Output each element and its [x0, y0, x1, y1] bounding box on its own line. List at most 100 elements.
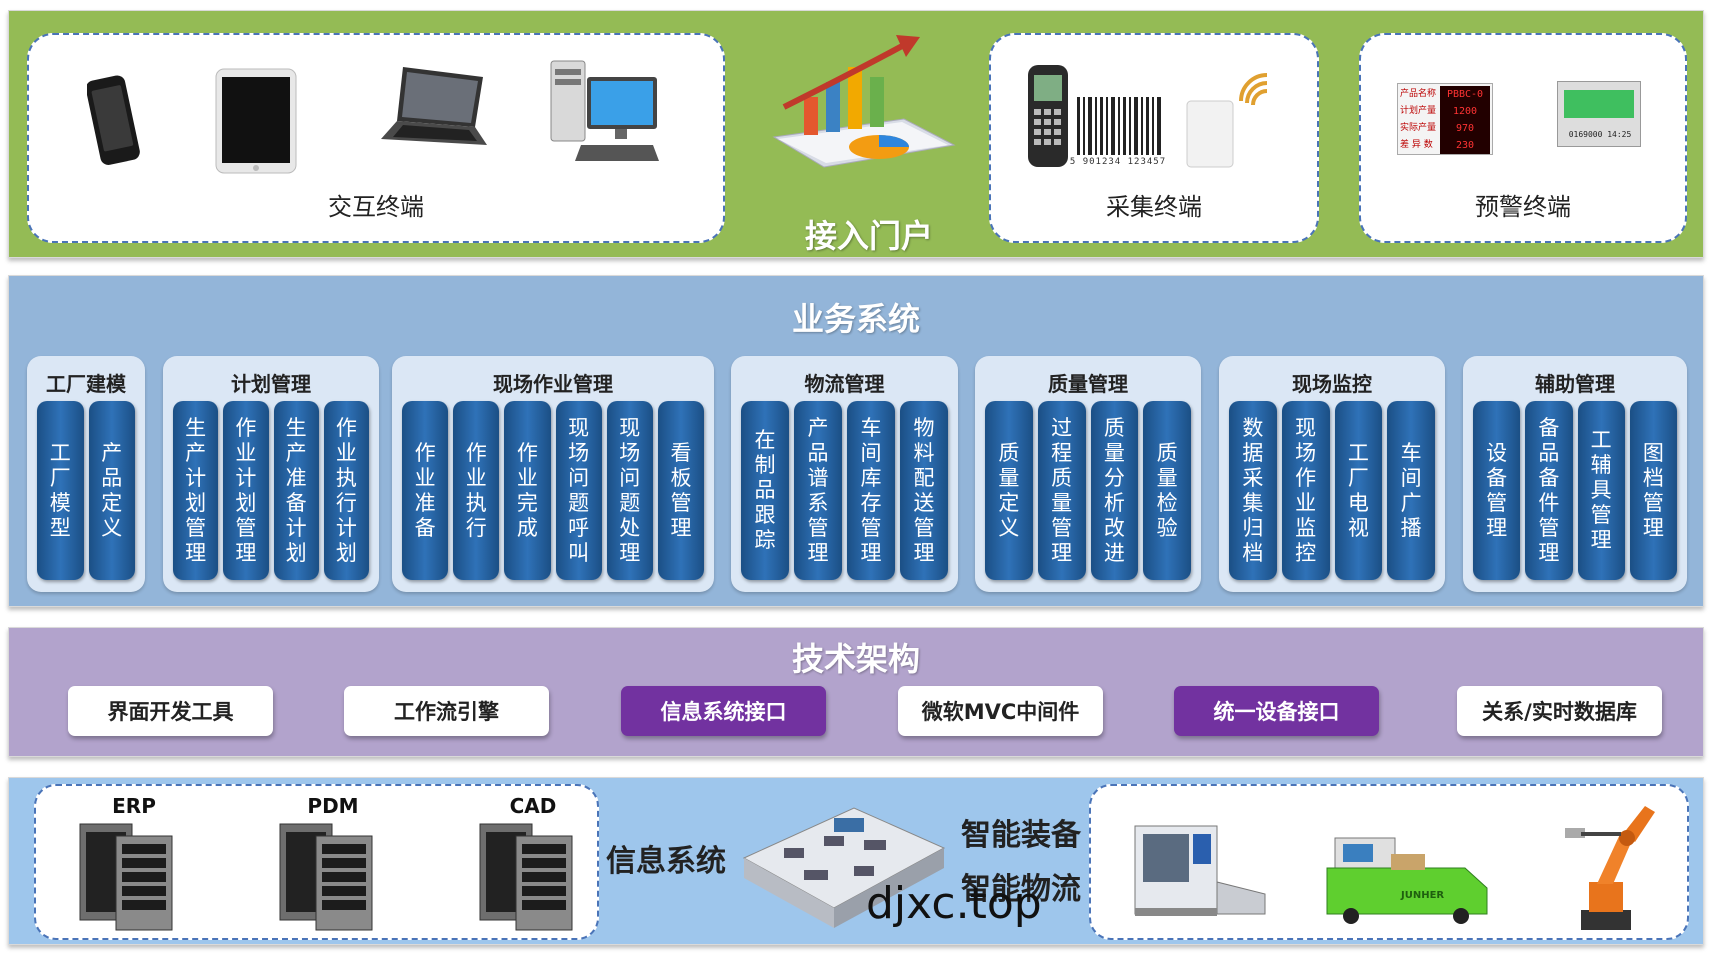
group-title: 计划管理: [231, 372, 311, 396]
module-button[interactable]: 物料配送管理: [900, 401, 948, 580]
agv-vehicle-icon: [1326, 837, 1488, 924]
ui-dev-tools-button[interactable]: 界面开发工具: [68, 686, 273, 736]
module-button[interactable]: 作业执行: [453, 401, 500, 580]
group-factory-modeling: 工厂建模 工厂模型 产品定义: [27, 356, 145, 592]
information-system-band: ERP PDM CAD 信息系统 智能装备 智能物流 djxc.: [8, 777, 1704, 945]
module-button[interactable]: 现场作业监控: [1281, 401, 1330, 580]
module-label: 看板管理: [670, 440, 692, 540]
module-label: 车间库存管理: [860, 415, 882, 565]
portal-chart-illustration: [772, 35, 956, 168]
module-button[interactable]: 作业计划管理: [223, 401, 269, 580]
module-button[interactable]: 作业执行计划: [323, 401, 369, 580]
pdm-label: PDM: [307, 794, 359, 818]
cnc-machine-icon: [1134, 825, 1266, 916]
business-system-title: 业务系统: [791, 300, 920, 338]
watermark-text: djxc.top: [866, 878, 1042, 929]
collection-terminal-label: 采集终端: [1106, 193, 1202, 221]
module-button[interactable]: 工辅具管理: [1577, 401, 1625, 580]
module-label: 作业完成: [516, 440, 538, 540]
led-value: 230: [1440, 137, 1490, 154]
pdm-server-icon: [279, 823, 373, 931]
module-label: 车间广播: [1400, 440, 1422, 540]
led-row-label: 产品名称: [1400, 89, 1437, 99]
portal-title: 接入门户: [804, 217, 933, 255]
info-system-interface-button[interactable]: 信息系统接口: [621, 686, 826, 736]
module-label: 图档管理: [1642, 440, 1664, 540]
group-title: 现场作业管理: [493, 372, 613, 396]
module-label: 作业执行: [465, 440, 487, 540]
module-button[interactable]: 工厂模型: [37, 401, 84, 580]
group-field-operation: 现场作业管理 作业准备 作业执行 作业完成 现场问题呼叫 现场问题处理 看板管理: [392, 356, 714, 592]
module-label: 作业准备: [414, 440, 436, 540]
server-box: ERP PDM CAD: [34, 784, 599, 940]
led-value: 970: [1440, 120, 1490, 137]
module-label: 备品备件管理: [1538, 415, 1560, 565]
module-button[interactable]: 数据采集归档: [1229, 401, 1277, 580]
group-logistics: 物流管理 在制品跟踪 产品谱系管理 车间库存管理 物料配送管理: [731, 356, 958, 592]
laptop-icon: [381, 67, 487, 145]
group-title: 工厂建模: [46, 372, 126, 396]
module-label: 质量分析改进: [1103, 415, 1125, 565]
workflow-engine-button[interactable]: 工作流引擎: [344, 686, 549, 736]
module-label: 在制品跟踪: [754, 428, 776, 552]
warning-terminal-label: 预警终端: [1475, 193, 1571, 221]
module-button[interactable]: 现场问题呼叫: [555, 401, 602, 580]
tablet-icon: [215, 68, 297, 174]
module-label: 数据采集归档: [1242, 415, 1264, 565]
group-title: 现场监控: [1292, 372, 1372, 396]
led-row-label: 差 异 数: [1400, 140, 1433, 150]
module-button[interactable]: 图档管理: [1629, 401, 1677, 580]
module-button[interactable]: 看板管理: [657, 401, 705, 580]
module-button[interactable]: 质量检验: [1143, 401, 1191, 580]
factory-floor-illustration: [742, 807, 946, 928]
module-label: 生产准备计划: [285, 415, 307, 565]
unified-device-interface-button[interactable]: 统一设备接口: [1174, 686, 1379, 736]
module-button[interactable]: 车间库存管理: [847, 401, 895, 580]
mvc-middleware-button[interactable]: 微软MVC中间件: [898, 686, 1103, 736]
module-button[interactable]: 作业完成: [504, 401, 551, 580]
group-field-monitoring: 现场监控 数据采集归档 现场作业监控 工厂电视 车间广播: [1219, 356, 1445, 592]
erp-label: ERP: [112, 794, 156, 818]
module-button[interactable]: 生产准备计划: [273, 401, 319, 580]
module-button[interactable]: 车间广播: [1387, 401, 1435, 580]
module-label: 生产计划管理: [185, 415, 207, 565]
cad-label: CAD: [509, 794, 557, 818]
module-label: 设备管理: [1486, 440, 1508, 540]
led-row-label: 计划产量: [1400, 106, 1437, 116]
module-button[interactable]: 工厂电视: [1334, 401, 1383, 580]
module-button[interactable]: 生产计划管理: [173, 401, 219, 580]
barcode-icon: [1077, 97, 1161, 155]
module-button[interactable]: 过程质量管理: [1037, 401, 1086, 580]
module-label: 现场问题处理: [619, 415, 641, 565]
led-value: 1200: [1440, 103, 1490, 120]
module-button[interactable]: 备品备件管理: [1525, 401, 1573, 580]
interactive-terminal-label: 交互终端: [328, 193, 424, 221]
smart-logistics-label: 智能物流: [961, 872, 1081, 907]
module-button[interactable]: 设备管理: [1473, 401, 1521, 580]
module-button[interactable]: 质量定义: [985, 401, 1033, 580]
database-button[interactable]: 关系/实时数据库: [1457, 686, 1662, 736]
interactive-terminal-box: 交互终端: [27, 33, 725, 243]
portal-band: 交互终端 接入门户: [8, 10, 1704, 258]
module-button[interactable]: 在制品跟踪: [741, 401, 789, 580]
industrial-robot-icon: [1565, 806, 1655, 930]
module-button[interactable]: 产品谱系管理: [794, 401, 842, 580]
module-button[interactable]: 产品定义: [88, 401, 135, 580]
display-time-text: 0169000 14:25: [1568, 130, 1632, 139]
module-label: 质量定义: [998, 440, 1020, 540]
agv-brand-text: JUNHER: [1401, 890, 1445, 901]
module-button[interactable]: 现场问题处理: [606, 401, 653, 580]
module-label: 质量检验: [1156, 440, 1178, 540]
module-label: 现场问题呼叫: [568, 415, 590, 565]
module-button[interactable]: 作业准备: [402, 401, 449, 580]
group-title: 物流管理: [804, 372, 885, 396]
module-button[interactable]: 质量分析改进: [1090, 401, 1139, 580]
rfid-reader-icon: [1186, 73, 1268, 168]
group-title: 辅助管理: [1535, 372, 1615, 396]
group-title: 质量管理: [1048, 372, 1128, 396]
module-label: 工厂电视: [1347, 440, 1369, 540]
business-system-band: 业务系统 工厂建模 工厂模型 产品定义 计划管理 生产计划管理 作业计划管理 生…: [8, 275, 1704, 607]
module-label: 现场作业监控: [1295, 415, 1317, 565]
digital-display-panel: 0169000 14:25: [1557, 81, 1641, 147]
